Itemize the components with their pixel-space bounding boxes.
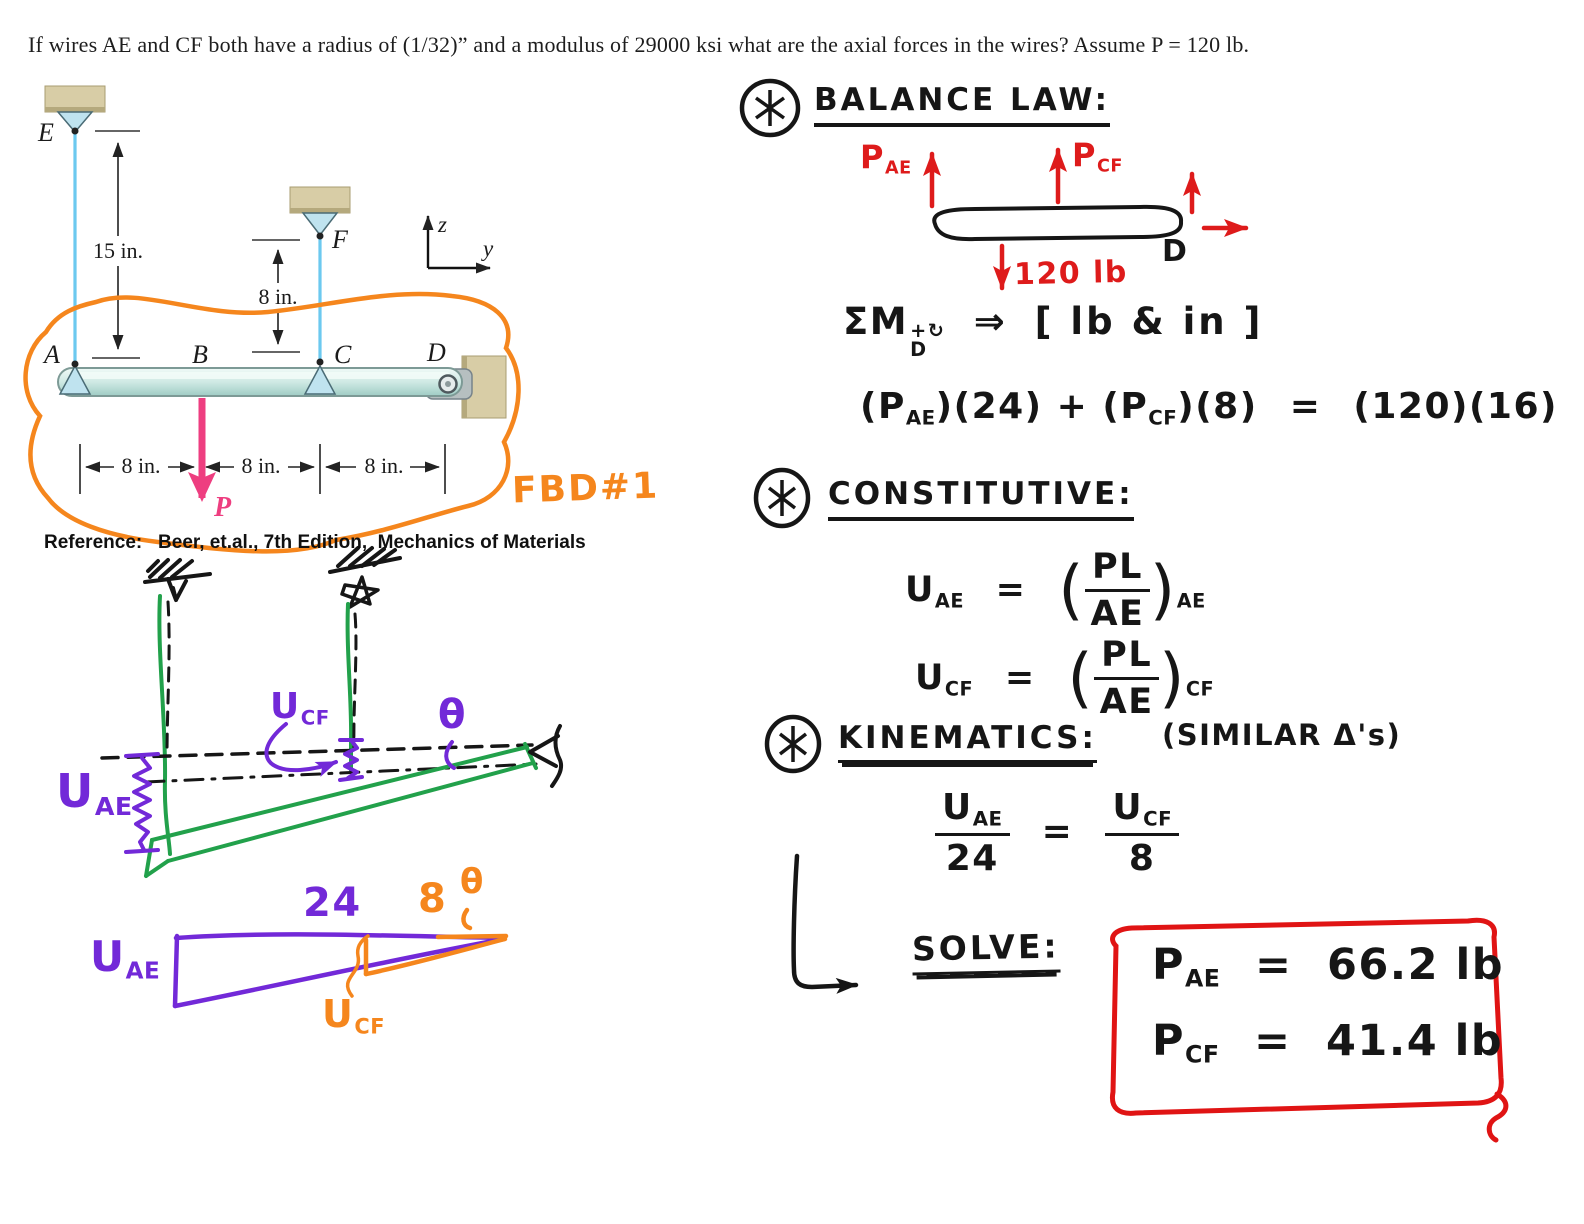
triangle-u-ae-label: UAE: [90, 932, 161, 985]
support-triangle-c: [303, 364, 337, 395]
u-ae-dimension: [124, 752, 160, 854]
step-3-marker-icon: [764, 714, 822, 774]
u-cf-label: UCF: [270, 686, 330, 730]
solve-heading: SOLVE:: [911, 926, 1061, 976]
small-triangle: [363, 907, 509, 977]
segment-cd-label: 8 in.: [364, 453, 403, 478]
kinematics-note: (SIMILAR Δ's): [1162, 718, 1402, 752]
reference-citation: Reference: Beer, et.al., 7th Edition, Me…: [44, 532, 586, 553]
u-cf-squiggle: [345, 934, 370, 998]
fbd-point-d-label: D: [1162, 234, 1189, 269]
segment-bc-label: 8 in.: [241, 453, 280, 478]
fbd-p-cf-label: PCF: [1072, 136, 1123, 177]
triangle-u-cf-label: UCF: [322, 992, 385, 1039]
load-p-label: P: [213, 492, 232, 523]
printed-figure: 15 in. 8 in. z y: [23, 85, 521, 554]
dashdot-centerline: [144, 762, 538, 784]
support-triangle-a: [58, 364, 92, 395]
kinematics-heading: KINEMATICS:: [838, 720, 1097, 763]
coordinate-axes: z y: [422, 212, 494, 274]
fbd-force-arrows: [923, 147, 1249, 291]
problem-statement: If wires AE and CF both have a radius of…: [28, 32, 1250, 57]
answer-box: [1109, 917, 1509, 1143]
axis-z-label: z: [437, 212, 447, 237]
similar-triangles-sketch: [172, 907, 509, 1009]
result-p-ae: PAE = 66.2 lb: [1152, 940, 1505, 993]
point-f-label: F: [331, 225, 349, 254]
theta-arc: [444, 740, 456, 770]
triangle-theta-label: θ: [460, 862, 485, 902]
sketch-wire-ae: [157, 594, 172, 856]
anchor-triangle-e: [56, 111, 94, 134]
dashed-wire-left: [165, 600, 171, 758]
u-ae-label: UAE: [56, 764, 133, 822]
axis-y-label: y: [481, 236, 494, 261]
theta-label: θ: [438, 692, 467, 738]
point-b-label: B: [192, 340, 208, 369]
step-1-marker-icon: [739, 78, 801, 138]
dashed-beam-original: [100, 743, 534, 760]
solution-fbd: [923, 147, 1249, 291]
moment-sum-line: ΣM+↻D ⇒ [ lb & in ]: [843, 300, 1264, 362]
pin-support-icon: [528, 724, 563, 788]
triangle-24-label: 24: [303, 880, 362, 926]
sketch-wire-cf: [345, 602, 354, 774]
segment-ab-label: 8 in.: [121, 453, 160, 478]
dashed-wire-right: [352, 612, 358, 750]
fbd-beam-outline: [932, 204, 1184, 242]
constitutive-heading: CONSTITUTIVE:: [828, 476, 1134, 521]
fbd-load-label: 120 lb: [1013, 254, 1129, 293]
answer-box-flourish: [1486, 1091, 1509, 1143]
anchor-triangle-f: [301, 212, 339, 237]
point-d-label: D: [426, 338, 446, 367]
triangle-8-label: 8: [418, 876, 448, 922]
point-c-label: C: [334, 340, 352, 369]
fbd-tag: FBD#1: [511, 465, 660, 512]
dim-15in-label: 15 in.: [93, 238, 143, 263]
solve-pointer-arrow: [791, 853, 859, 994]
fbd-p-ae-label: PAE: [860, 138, 912, 179]
step-marker-icons: [739, 78, 822, 774]
point-a-label: A: [42, 340, 60, 369]
u-cf-pointer: [264, 722, 364, 782]
point-e-label: E: [37, 118, 54, 147]
deformation-sketch: [100, 546, 563, 878]
fixed-support-right-icon: [328, 546, 402, 609]
fbd-loop: [23, 291, 521, 554]
result-p-cf: PCF = 41.4 lb: [1152, 1016, 1504, 1069]
balance-law-heading: BALANCE LAW:: [814, 82, 1111, 127]
sketch-beam-deformed: [144, 742, 538, 878]
dim-8in-label: 8 in.: [258, 284, 297, 309]
step-2-marker-icon: [753, 467, 811, 529]
moment-equation: (PAE)(24) + (PCF)(8) = (120)(16): [860, 386, 1558, 430]
fixed-support-left-icon: [143, 558, 212, 602]
